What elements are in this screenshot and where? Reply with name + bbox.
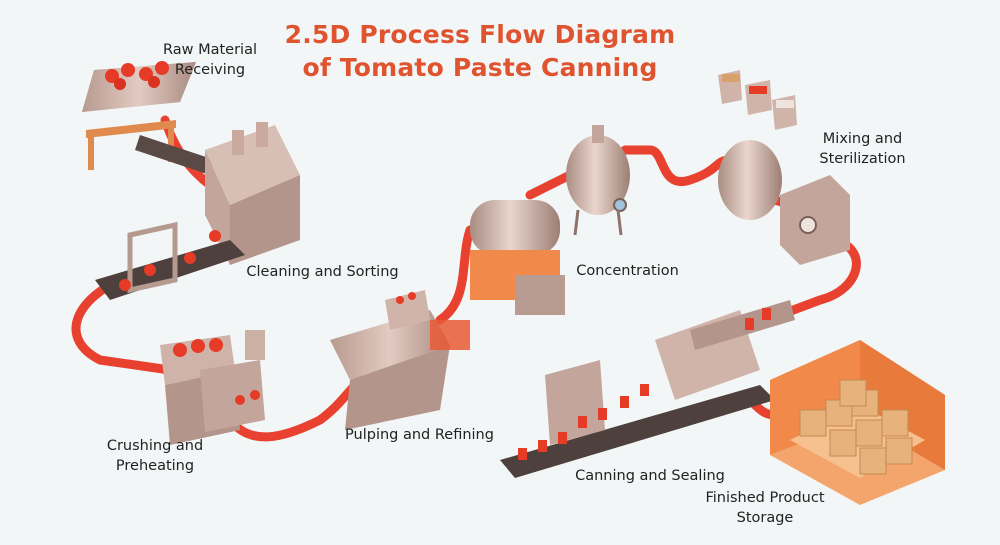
pipe-segment bbox=[435, 225, 475, 325]
label-raw-material-receiving: Raw Material Receiving bbox=[162, 42, 258, 78]
label-crushing-and-preheating: Crushing and Preheating bbox=[106, 438, 204, 474]
tomato bbox=[250, 390, 260, 400]
label-cleaning-and-sorting: Cleaning and Sorting bbox=[246, 264, 399, 280]
tomato bbox=[119, 279, 131, 291]
tomato-can bbox=[640, 384, 649, 396]
tomato bbox=[144, 264, 156, 276]
tomato-can bbox=[578, 416, 587, 428]
station-pulping-and-refining bbox=[330, 290, 470, 430]
tomato bbox=[235, 395, 245, 405]
tomato bbox=[173, 343, 187, 357]
tomato bbox=[209, 338, 223, 352]
station-canning-and-sealing bbox=[500, 300, 795, 478]
tomato bbox=[105, 69, 119, 83]
pipe-segment bbox=[620, 145, 735, 187]
tomato-can bbox=[598, 408, 607, 420]
station-cleaning-and-sorting bbox=[95, 122, 300, 300]
diagram-title-line-1: 2.5D Process Flow Diagram bbox=[284, 20, 676, 49]
tomato-can bbox=[558, 432, 567, 444]
label-concentration: Concentration bbox=[576, 263, 679, 279]
diagram-title: 2.5D Process Flow Diagram of Tomato Past… bbox=[250, 18, 710, 84]
tomato bbox=[155, 61, 169, 75]
diagram-title-line-2: of Tomato Paste Canning bbox=[302, 53, 658, 82]
label-finished-product-storage: Finished Product Storage bbox=[705, 490, 825, 526]
station-crushing-and-preheating bbox=[160, 330, 265, 445]
label-canning-and-sealing: Canning and Sealing bbox=[575, 468, 725, 484]
station-raw-material-receiving bbox=[82, 61, 215, 175]
tomato bbox=[209, 230, 221, 242]
tomato-can bbox=[620, 396, 629, 408]
pipe-segment bbox=[525, 170, 575, 200]
tomato-can bbox=[762, 308, 771, 320]
tomato-can bbox=[518, 448, 527, 460]
station-finished-product-storage bbox=[770, 340, 945, 505]
tomato bbox=[191, 339, 205, 353]
pipe-segment bbox=[225, 375, 365, 442]
tomato-can bbox=[745, 318, 754, 330]
tomato bbox=[139, 67, 153, 81]
tomato bbox=[121, 63, 135, 77]
tomato bbox=[114, 78, 126, 90]
tomato bbox=[148, 76, 160, 88]
label-mixing-and-sterilization: Mixing and Sterilization bbox=[819, 131, 906, 167]
tomato bbox=[408, 292, 416, 300]
box-stack bbox=[799, 379, 913, 475]
station-concentration bbox=[470, 125, 630, 315]
tomato bbox=[396, 296, 404, 304]
label-pulping-and-refining: Pulping and Refining bbox=[345, 427, 494, 443]
tomato-can bbox=[538, 440, 547, 452]
station-mixing-and-sterilization bbox=[718, 70, 850, 265]
tomato bbox=[184, 252, 196, 264]
